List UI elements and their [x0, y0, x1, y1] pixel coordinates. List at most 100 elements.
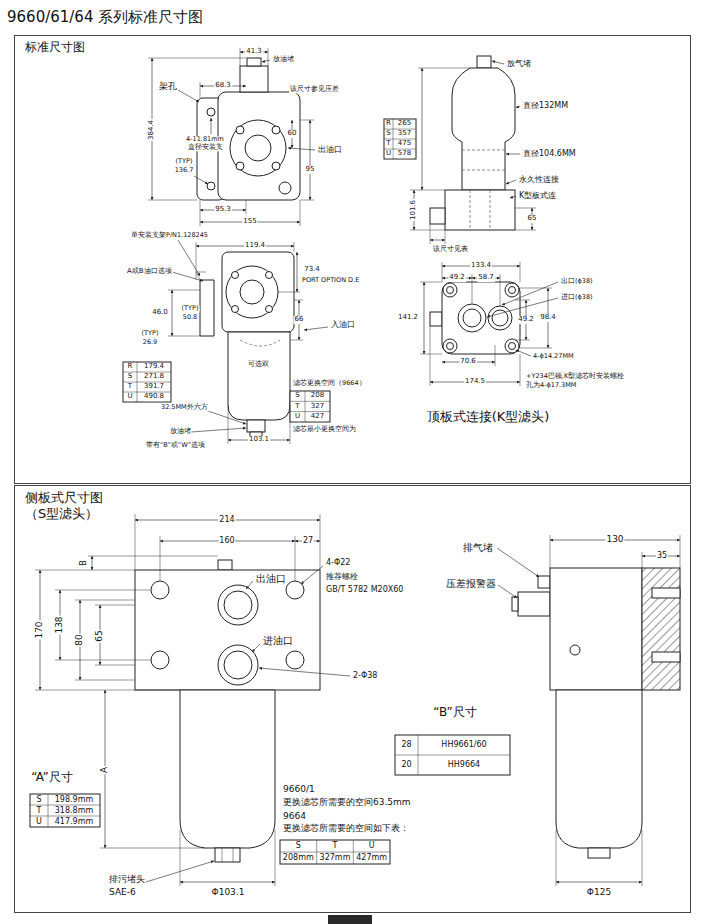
line-shape	[462, 150, 505, 151]
drawing-label: 9664	[282, 812, 307, 822]
drawing-label: 427	[310, 413, 325, 421]
line-shape	[516, 106, 520, 108]
drawing-label: U	[385, 150, 392, 158]
circle-shape	[266, 306, 273, 313]
drawing-label: 327mm	[319, 854, 352, 863]
path-shape	[452, 68, 515, 190]
circle-shape	[458, 304, 486, 332]
drawing-label: +Y234巴顿,K型滤芯时安装螺栓	[525, 373, 625, 380]
circle-shape	[279, 182, 291, 194]
rect-shape	[280, 840, 390, 864]
drawing-label: S	[127, 373, 133, 381]
rect-shape	[240, 66, 268, 92]
line-shape	[290, 411, 330, 412]
line-shape	[500, 274, 501, 306]
circle-shape	[488, 306, 512, 330]
line-shape	[470, 190, 471, 230]
line-shape	[191, 428, 246, 432]
drawing-label: 推荐螺栓	[325, 573, 359, 582]
drawing-label: 4-Φ22	[325, 559, 351, 568]
line-shape	[148, 58, 246, 59]
drawing-label: 20	[400, 761, 412, 770]
panel-heading: 标准尺寸图	[23, 40, 87, 55]
drawing-label: 直径104.6MM	[522, 150, 577, 159]
line-shape	[410, 230, 445, 231]
circle-shape	[218, 585, 258, 625]
drawing-label: 进油口	[262, 635, 294, 646]
line-shape	[556, 882, 642, 883]
drawing-label: 141.2	[397, 314, 419, 322]
panel-heading: 侧板式尺寸图 （S型滤头）	[23, 490, 119, 523]
drawing-label: T	[332, 842, 339, 851]
rect-shape	[518, 592, 550, 616]
path-shape	[196, 272, 206, 280]
drawing-label: 490.8	[143, 393, 165, 401]
drawing-label: T	[36, 806, 43, 815]
drawing-label: 46.0	[151, 309, 169, 317]
circle-shape	[151, 581, 169, 599]
drawing-label: 单安装支架P/N1.128245	[130, 232, 209, 239]
drawing-label: 327	[310, 403, 325, 411]
line-shape	[95, 665, 135, 666]
drawing-label: 4-11.81mm	[185, 136, 225, 143]
drawing-label: T	[127, 383, 133, 391]
drawing-label: 出口(ϕ38)	[560, 278, 594, 285]
drawing-label: 198.9mm	[54, 795, 95, 804]
drawing-label: SAE-6	[108, 888, 137, 898]
drawing-label: (TYP)	[181, 305, 200, 312]
line-shape	[420, 354, 442, 355]
drawing-label: 26.9	[142, 339, 158, 346]
circle-shape	[226, 266, 278, 318]
line-shape	[556, 830, 557, 886]
drawing-label: 208	[310, 392, 325, 400]
circle-shape	[266, 272, 273, 279]
line-shape	[462, 170, 505, 171]
line-shape	[515, 230, 536, 231]
drawing-label: (TYP)	[175, 158, 194, 165]
drawing-panel: 标准尺寸图	[14, 35, 691, 484]
drawing-label: 73.4	[303, 266, 321, 274]
drawing-label: B	[80, 559, 89, 567]
line-shape	[410, 190, 445, 191]
line-shape	[275, 830, 276, 886]
circle-shape	[272, 126, 280, 134]
drawing-label: 70.6	[459, 358, 477, 366]
drawing-label: 170	[35, 620, 45, 639]
line-shape	[100, 848, 205, 849]
line-shape	[95, 605, 135, 606]
line-shape	[420, 282, 442, 283]
circle-shape	[570, 645, 580, 655]
circle-shape	[245, 135, 271, 161]
path-shape	[180, 690, 275, 848]
circle-shape	[236, 162, 244, 170]
line-shape	[430, 326, 431, 386]
drawing-label: 68.3	[214, 82, 232, 90]
drawing-label: R	[127, 363, 134, 371]
rect-shape	[30, 794, 100, 827]
line-shape	[393, 119, 394, 159]
drawing-label: 直径132MM	[522, 102, 569, 111]
side-view	[384, 56, 536, 244]
drawing-label: 578	[397, 150, 412, 158]
rect-shape	[135, 570, 320, 690]
line-shape	[515, 208, 536, 209]
drawing-label: PORT OPTION D.E	[301, 277, 360, 284]
drawing-label: 41.3	[245, 48, 263, 56]
s-head-front	[30, 514, 510, 886]
line-shape	[498, 585, 517, 598]
drawing-label: 265	[397, 120, 412, 128]
line-shape	[246, 200, 247, 214]
drawing-label: 50.8	[182, 314, 198, 321]
line-shape	[520, 288, 552, 289]
line-shape	[300, 200, 314, 201]
drawing-label: Φ103.1	[211, 888, 246, 898]
rect-shape	[123, 362, 171, 402]
line-shape	[194, 176, 208, 184]
line-shape	[180, 882, 275, 883]
drawing-label: 永久性连接	[518, 176, 560, 185]
line-shape	[422, 68, 423, 190]
line-shape	[300, 200, 301, 226]
rect-shape	[218, 560, 232, 570]
